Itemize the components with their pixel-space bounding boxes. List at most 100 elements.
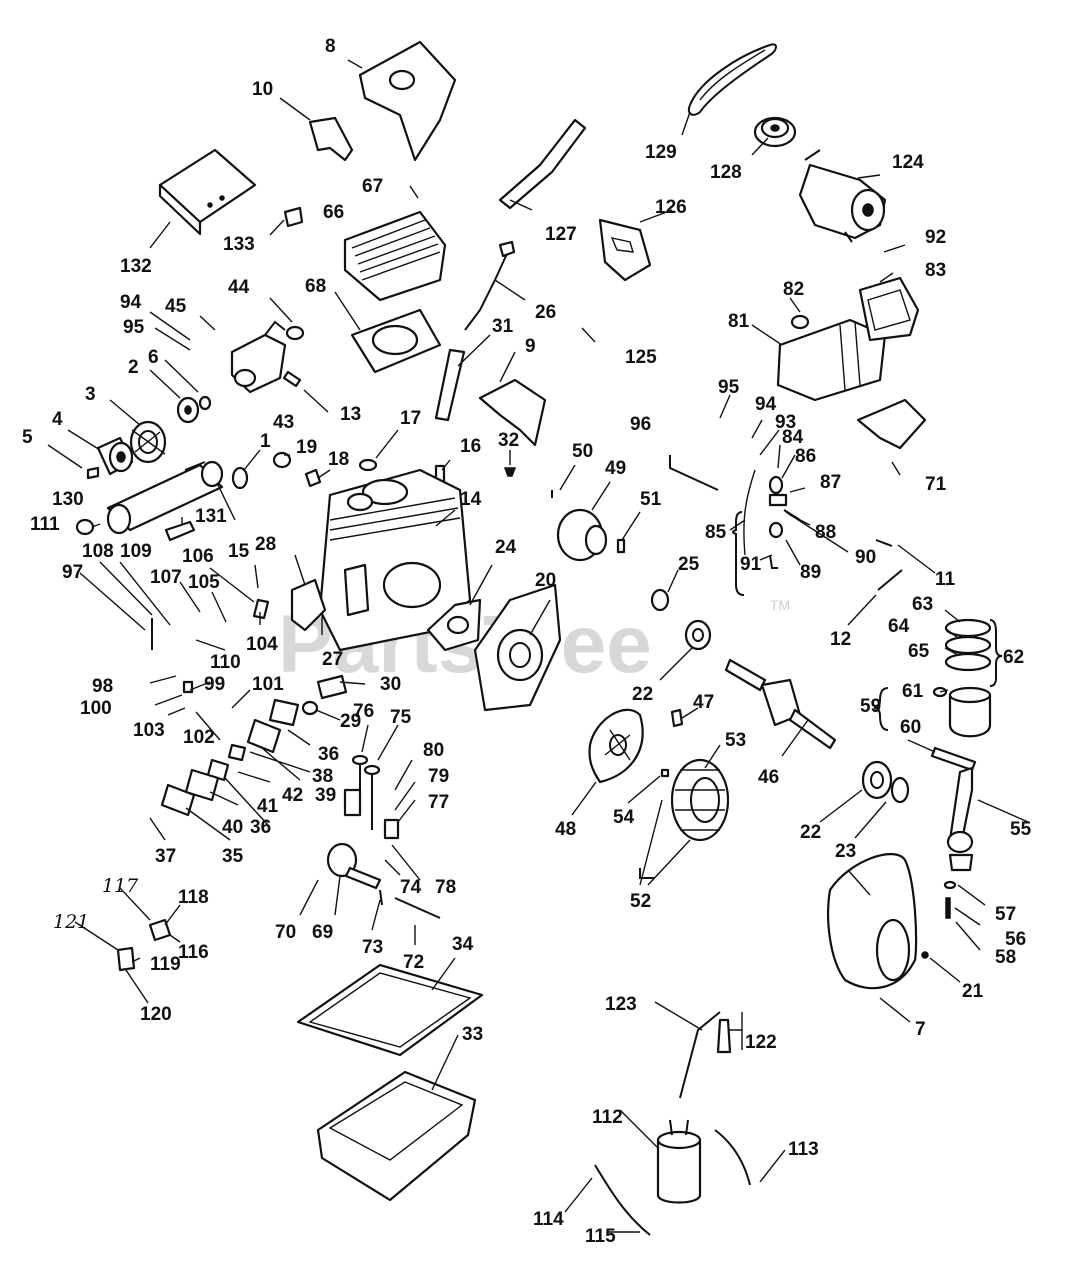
callout-118: 118	[178, 887, 209, 908]
callout-78: 78	[435, 877, 456, 898]
callout-104: 104	[246, 634, 278, 655]
callout-102: 102	[183, 727, 215, 748]
part-10-bracket	[308, 116, 354, 162]
part-114-wire	[594, 1164, 651, 1236]
part-38-cover	[246, 718, 282, 754]
part-111-cap	[75, 518, 95, 536]
part-122-plug	[716, 1018, 732, 1054]
callout-98: 98	[92, 676, 113, 697]
part-130-muffler	[106, 460, 224, 535]
part-47-key	[670, 708, 684, 728]
callout-60: 60	[900, 717, 921, 738]
callout-106: 106	[182, 546, 214, 567]
callout-36-b: 36	[250, 817, 271, 838]
callout-44: 44	[228, 277, 250, 298]
part-6-washer	[198, 395, 212, 411]
callout-86: 86	[795, 446, 816, 467]
callout-70: 70	[275, 922, 296, 943]
part-3-pulley	[129, 420, 167, 464]
part-56-bolt	[945, 897, 951, 919]
callout-28: 28	[255, 534, 276, 555]
part-69-camshaft	[326, 842, 382, 890]
callout-66: 66	[323, 202, 344, 223]
callout-3: 3	[85, 384, 96, 405]
callout-127: 127	[545, 224, 577, 245]
part-51-pin	[616, 538, 626, 554]
callout-59: 59	[860, 696, 881, 717]
callout-94: 94	[120, 292, 142, 313]
callout-52: 52	[630, 891, 651, 912]
part-57-washer	[943, 880, 957, 890]
callout-36: 36	[318, 744, 339, 765]
callout-33: 33	[462, 1024, 483, 1045]
part-41-breather	[206, 758, 230, 782]
callout-41: 41	[257, 796, 279, 817]
part-96-rod	[669, 455, 719, 491]
callout-121: 121	[53, 911, 89, 933]
callout-82: 82	[783, 279, 804, 300]
callout-14: 14	[460, 489, 482, 510]
callout-108: 108	[82, 541, 114, 562]
callout-72: 72	[403, 952, 424, 973]
part-32-plug	[503, 467, 517, 477]
part-19-plug	[272, 451, 292, 469]
part-17-seal	[358, 458, 378, 472]
callout-93: 93	[775, 412, 796, 433]
callout-89: 89	[800, 562, 821, 583]
part-48-flywheel	[588, 708, 644, 784]
callout-46: 46	[758, 767, 779, 788]
part-62-ring-set	[944, 618, 992, 672]
callout-50: 50	[572, 441, 593, 462]
callout-7: 7	[915, 1019, 926, 1040]
callout-34: 34	[452, 934, 474, 955]
callout-labels: 8 10 129 128 124 132 133 67 66 127 126 9…	[22, 36, 1032, 1247]
callout-69: 69	[312, 922, 333, 943]
callout-109: 109	[120, 541, 152, 562]
callout-39: 39	[315, 785, 336, 806]
bracket-85	[732, 511, 745, 596]
part-21-screw	[921, 951, 929, 959]
callout-9: 9	[525, 336, 536, 357]
callout-19: 19	[296, 437, 317, 458]
callout-68: 68	[305, 276, 326, 297]
part-8-hole	[388, 69, 416, 91]
part-49-gear	[556, 508, 608, 562]
callout-37: 37	[155, 846, 176, 867]
part-11-screw	[875, 539, 893, 547]
part-29-cap	[301, 700, 319, 716]
callout-30: 30	[380, 674, 401, 695]
group-brackets	[639, 511, 1003, 879]
callout-81: 81	[728, 311, 750, 332]
callout-79: 79	[428, 766, 449, 787]
part-123-lead	[679, 1011, 721, 1099]
callout-83: 83	[925, 260, 946, 281]
callout-113: 113	[788, 1139, 819, 1160]
part-133-clip	[283, 206, 304, 228]
callout-26: 26	[535, 302, 556, 323]
callout-57: 57	[995, 904, 1016, 925]
callout-132: 132	[120, 256, 152, 277]
callout-43: 43	[273, 412, 294, 433]
callout-119: 119	[150, 954, 181, 975]
callout-40: 40	[222, 817, 243, 838]
callout-45: 45	[165, 296, 187, 317]
callout-107: 107	[150, 567, 182, 588]
part-33-oil-pan	[316, 1070, 477, 1202]
callout-35: 35	[222, 846, 244, 867]
callout-65: 65	[908, 641, 930, 662]
callout-74: 74	[400, 877, 422, 898]
callout-53: 53	[725, 730, 746, 751]
part-60-pin	[930, 746, 977, 772]
part-28-gasket	[290, 578, 327, 632]
callout-95: 95	[123, 317, 145, 338]
part-81-fuel-tank	[776, 318, 887, 402]
part-7-blower-housing	[827, 853, 918, 990]
callout-47: 47	[693, 692, 714, 713]
leader-lines	[47, 59, 1029, 1233]
part-82-cap	[790, 314, 810, 330]
bracket-52	[639, 868, 655, 879]
part-12-link	[877, 569, 903, 591]
callout-16: 16	[460, 436, 481, 457]
callout-114: 114	[533, 1209, 564, 1230]
